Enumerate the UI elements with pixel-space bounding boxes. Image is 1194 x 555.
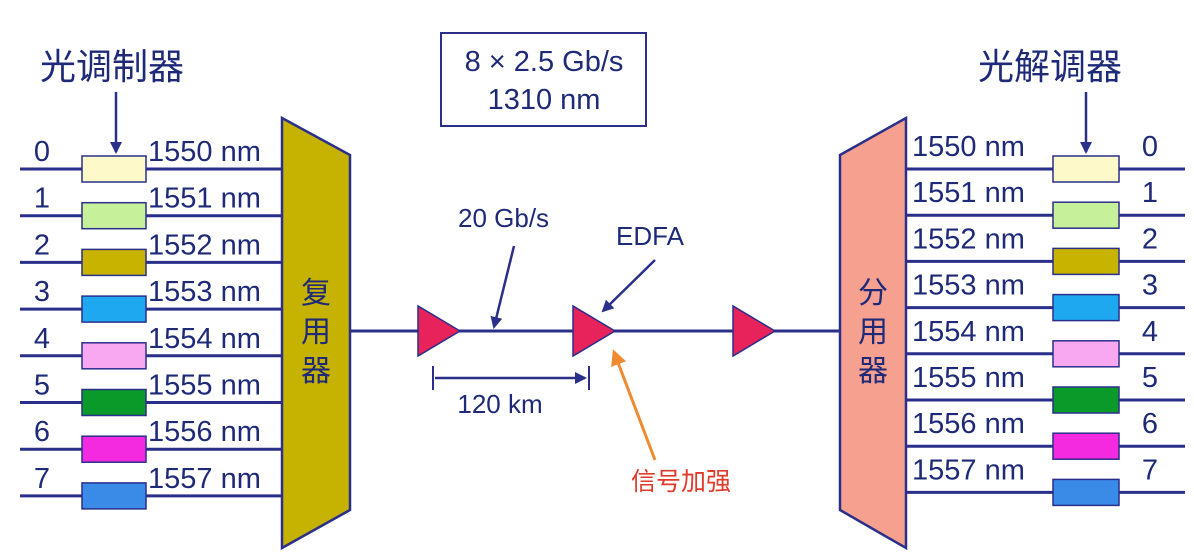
right-channel-index-5: 5 <box>1142 362 1158 394</box>
left-modulator-3 <box>81 295 147 323</box>
mux-char-1: 复 <box>301 276 331 311</box>
right-demodulator-6 <box>1052 432 1120 460</box>
right-channel-index-0: 0 <box>1142 131 1158 163</box>
info-box-line2: 1310 nm <box>488 84 601 116</box>
left-channel-group: 0 1550 nm 1 1551 nm 2 1552 nm 3 1553 nm 4 1554 nm… <box>20 136 282 510</box>
demux-char-3: 器 <box>858 354 888 389</box>
info-box-line1: 8 × 2.5 Gb/s <box>465 46 624 78</box>
rate-arrow <box>490 245 516 329</box>
right-demodulator-3 <box>1052 293 1120 322</box>
left-modulator-6 <box>81 435 147 463</box>
left-modulator-5 <box>81 388 147 417</box>
left-wavelength-7: 1557 nm <box>148 463 261 495</box>
span-label: 120 km <box>457 389 542 419</box>
left-wavelength-4: 1554 nm <box>148 323 261 355</box>
edfa-arrow <box>601 259 656 313</box>
left-modulator-7 <box>81 482 147 510</box>
right-demodulator-2 <box>1052 247 1120 276</box>
right-channel-index-3: 3 <box>1142 270 1158 302</box>
signal-boost-note: 信号加强 <box>631 467 731 496</box>
left-modulator-2 <box>81 248 147 277</box>
right-wavelength-2: 1552 nm <box>912 223 1025 255</box>
right-channel-index-4: 4 <box>1142 316 1158 348</box>
right-wavelength-3: 1553 nm <box>912 270 1025 302</box>
right-channel-index-2: 2 <box>1142 223 1158 255</box>
demultiplexer <box>838 115 908 551</box>
left-wavelength-6: 1556 nm <box>148 416 261 448</box>
right-demodulator-1 <box>1052 201 1120 229</box>
note-arrow <box>611 349 657 461</box>
right-wavelength-7: 1557 nm <box>912 454 1025 486</box>
demux-char-1: 分 <box>858 276 888 311</box>
right-demodulator-7 <box>1052 478 1120 507</box>
left-wavelength-1: 1551 nm <box>148 183 261 215</box>
left-channel-index-3: 3 <box>34 276 50 308</box>
right-demodulator-4 <box>1052 340 1120 368</box>
right-channel-index-1: 1 <box>1142 177 1158 209</box>
modulator-title: 光调制器 <box>40 47 184 88</box>
left-channel-index-0: 0 <box>34 136 50 168</box>
multiplexer <box>280 115 352 551</box>
right-channel-group: 0 1550 nm 1 1551 nm 2 1552 nm 3 1553 nm 4 1554 nm… <box>906 131 1185 507</box>
left-modulator-4 <box>81 342 147 370</box>
right-wavelength-4: 1554 nm <box>912 316 1025 348</box>
mux-char-3: 器 <box>301 354 331 389</box>
demodulator-title: 光解调器 <box>978 47 1122 88</box>
left-modulator-0 <box>81 155 147 183</box>
left-wavelength-5: 1555 nm <box>148 370 261 402</box>
left-modulator-1 <box>81 201 147 230</box>
right-channel-index-6: 6 <box>1142 408 1158 440</box>
left-channel-index-4: 4 <box>34 323 50 355</box>
amplifier-2 <box>572 304 617 358</box>
left-wavelength-0: 1550 nm <box>148 136 261 168</box>
left-channel-index-1: 1 <box>34 183 50 215</box>
right-demodulator-5 <box>1052 386 1120 414</box>
left-channel-index-6: 6 <box>34 416 50 448</box>
demux-char-2: 用 <box>858 315 888 350</box>
left-channel-index-2: 2 <box>34 229 50 261</box>
edfa-label: EDFA <box>616 221 685 251</box>
right-wavelength-6: 1556 nm <box>912 408 1025 440</box>
amplifier-1 <box>417 304 462 358</box>
left-wavelength-2: 1552 nm <box>148 229 261 261</box>
rate-label: 20 Gb/s <box>458 203 549 233</box>
right-wavelength-5: 1555 nm <box>912 362 1025 394</box>
right-wavelength-1: 1551 nm <box>912 177 1025 209</box>
left-channel-index-7: 7 <box>34 463 50 495</box>
right-wavelength-0: 1550 nm <box>912 131 1025 163</box>
left-wavelength-3: 1553 nm <box>148 276 261 308</box>
right-demodulator-0 <box>1052 155 1120 183</box>
mux-char-2: 用 <box>301 315 331 350</box>
amplifier-3 <box>732 304 777 358</box>
info-box <box>440 32 647 127</box>
left-channel-index-5: 5 <box>34 370 50 402</box>
right-channel-index-7: 7 <box>1142 454 1158 486</box>
